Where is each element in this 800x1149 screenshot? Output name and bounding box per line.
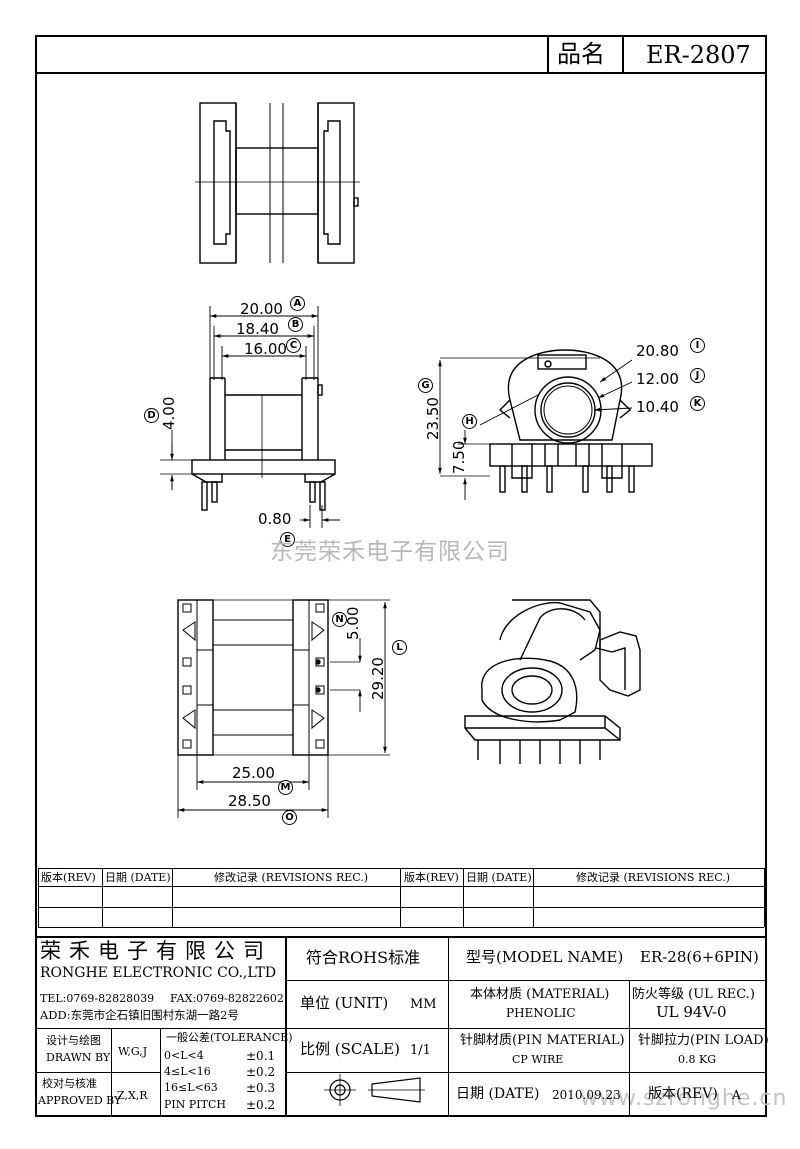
unit-value: MM [410, 997, 437, 1012]
watermark-company: 东莞荣禾电子有限公司 [270, 539, 510, 565]
drawing-sheet [35, 35, 767, 1117]
approve-label-cn: 校对与核准 [42, 1077, 97, 1090]
approve-label-en: APPROVED BY [38, 1094, 122, 1107]
dim-k-value: 10.40 [636, 398, 679, 416]
marker-m: M [278, 780, 293, 795]
company-address: ADD:东莞市企石镇旧围村东湖一路2号 [40, 1008, 239, 1022]
dim-i-value: 20.80 [636, 342, 679, 360]
rec-header: 修改记录 (REVISIONS REC.) [214, 871, 369, 884]
part-number: ER-2807 [646, 41, 751, 69]
marker-c: C [286, 338, 301, 353]
marker-o: O [282, 810, 297, 825]
rev-header-2: 版本(REV) [404, 871, 459, 884]
dim-j-value: 12.00 [636, 370, 679, 388]
rohs-label: 符合ROHS标准 [306, 948, 421, 967]
company-fax: FAX:0769-82822602 [170, 992, 284, 1005]
material-label: 本体材质 (MATERIAL) [470, 987, 610, 1002]
marker-n: N [332, 612, 347, 627]
model-value: ER-28(6+6PIN) [640, 948, 759, 966]
marker-e: E [280, 532, 295, 547]
dim-e-value: 0.80 [258, 510, 292, 528]
pin-material-value: CP WIRE [512, 1053, 564, 1066]
rev-value: A [732, 1088, 741, 1102]
date-header: 日期 (DATE) [105, 871, 171, 884]
tolerance-value-3: ±0.3 [246, 1081, 276, 1095]
tolerance-range-2: 4≤L<16 [164, 1065, 211, 1078]
dim-c-value: 16.00 [244, 340, 287, 358]
dim-a-value: 20.00 [240, 300, 283, 318]
marker-d: D [144, 408, 159, 423]
marker-j: J [690, 368, 705, 383]
dim-b-value: 18.40 [236, 320, 279, 338]
pin-load-label: 针脚拉力(PIN LOAD) [638, 1033, 769, 1048]
tolerance-value-1: ±0.1 [246, 1049, 276, 1063]
marker-a: A [290, 296, 305, 311]
marker-g: G [418, 378, 433, 393]
dim-m-value: 25.00 [232, 764, 275, 782]
dim-h-value: 7.50 [450, 440, 468, 474]
marker-h: H [462, 414, 477, 429]
design-value: W,G,J [118, 1045, 148, 1058]
ul-value: UL 94V-0 [656, 1003, 727, 1021]
pin-material-label: 针脚材质(PIN MATERIAL) [460, 1033, 625, 1048]
rec-header-2: 修改记录 (REVISIONS REC.) [576, 871, 731, 884]
pin-load-value: 0.8 KG [678, 1053, 716, 1066]
tolerance-range-3: 16≤L<63 [164, 1081, 218, 1094]
date-label: 日期 (DATE) [456, 1086, 540, 1102]
tolerance-range-1: 0<L<4 [164, 1049, 204, 1062]
dim-l-value: 29.20 [369, 657, 387, 700]
marker-b: B [288, 317, 303, 332]
name-label: 品名 [557, 40, 605, 68]
company-tel: TEL:0769-82828039 [40, 992, 155, 1005]
watermark-site: www.szronghe.cn [580, 1086, 788, 1111]
design-label-en: DRAWN BY [46, 1051, 111, 1064]
material-value: PHENOLIC [506, 1006, 576, 1020]
date-header-2: 日期 (DATE) [466, 871, 532, 884]
company-name-cn: 荣禾电子有限公司 [40, 939, 272, 963]
dim-n-value: 5.00 [344, 606, 362, 640]
rev-header: 版本(REV) [41, 871, 96, 884]
date-value: 2010.09.23 [552, 1088, 621, 1102]
tolerance-value-2: ±0.2 [246, 1065, 276, 1079]
scale-label: 比例 (SCALE) [300, 1040, 400, 1058]
tolerance-title: 一般公差(TOLERANCE) [166, 1031, 293, 1044]
approve-value: Z,X,R [117, 1089, 148, 1102]
ul-label: 防火等级 (UL REC.) [632, 987, 755, 1002]
unit-label: 单位 (UNIT) [300, 994, 389, 1012]
rev-label: 版本(REV) [648, 1086, 718, 1102]
scale-value: 1/1 [410, 1043, 431, 1058]
marker-l: L [392, 640, 407, 655]
tolerance-range-4: PIN PITCH [164, 1098, 226, 1111]
model-label: 型号(MODEL NAME) [466, 948, 624, 966]
dim-o-value: 28.50 [228, 792, 271, 810]
design-label-cn: 设计与绘图 [46, 1034, 101, 1047]
dim-g-value: 23.50 [424, 397, 442, 440]
marker-k: K [690, 396, 705, 411]
dim-d-value: 4.00 [160, 396, 178, 430]
company-name-en: RONGHE ELECTRONIC CO.,LTD [40, 965, 277, 981]
marker-i: I [690, 338, 705, 353]
tolerance-value-4: ±0.2 [246, 1098, 276, 1112]
